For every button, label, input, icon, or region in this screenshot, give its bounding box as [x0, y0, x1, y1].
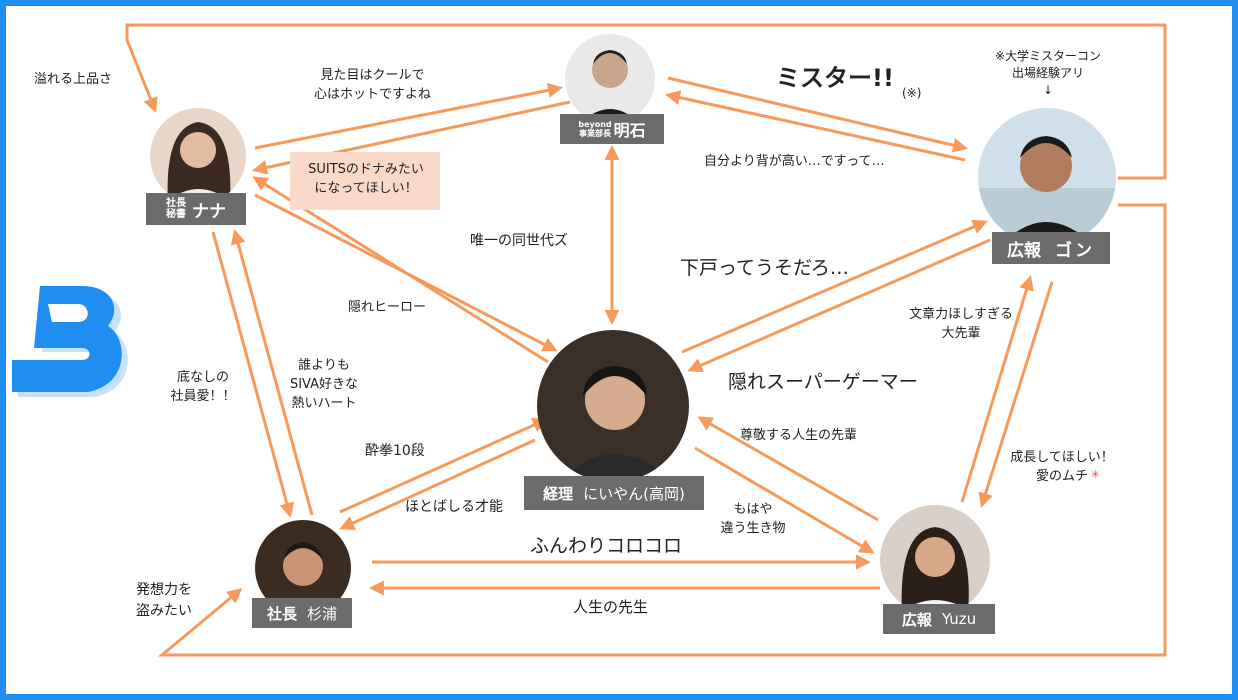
label-dousedai: 唯一の同世代ズ: [470, 233, 568, 249]
arrow-nana-to-akashi: [254, 82, 563, 150]
arrow-sugiura-to-niiyan: [339, 418, 548, 514]
label-gon-note: ※大学ミスターコン 出場経験アリ ↓: [994, 49, 1102, 97]
nana-role: 社長 秘書: [166, 198, 186, 220]
arrow-nana-to-sugiura: [211, 231, 295, 518]
gon-photo: [978, 108, 1116, 246]
arrow-akashi-to-gon: [667, 76, 968, 153]
gon-tag: 広報 ゴン: [992, 232, 1110, 264]
niiyan-tag: 経理 にいやん(高岡): [524, 476, 704, 510]
label-shimoto: 下戸ってうそだろ…: [680, 257, 849, 279]
label-taller: 自分より背が高い…ですって…: [704, 154, 885, 169]
nana-tag: 社長 秘書 ナナ: [146, 193, 246, 225]
arrow-gon-to-yuzu: [978, 281, 1054, 508]
label-hero: 隠れヒーロー: [348, 300, 427, 315]
label-mister-note: (※): [902, 86, 922, 100]
arrow-gon-to-akashi: [665, 90, 966, 162]
akashi-tag: beyond 事業部長 明石: [560, 114, 664, 144]
yuzu-tag: 広報 Yuzu: [883, 604, 995, 634]
label-sonkei: 尊敬する人生の先輩: [740, 428, 858, 443]
label-mister: ミスター!!: [776, 64, 894, 92]
yuzu-name: Yuzu: [941, 610, 977, 628]
arrow-sugiura-to-nana: [230, 229, 314, 516]
niiyan-name: にいやん(高岡): [583, 484, 685, 503]
akashi-role: beyond 事業部長: [578, 120, 612, 138]
niiyan-role: 経理: [543, 484, 574, 503]
sugiura-role: 社長: [266, 604, 297, 623]
arrow-niiyan-to-yuzu: [694, 446, 875, 554]
arrow-yuzu-to-gon: [960, 275, 1034, 503]
label-suiken: 酔拳10段: [365, 443, 425, 459]
akashi-photo: [565, 34, 655, 124]
gon-role: 広報: [1007, 240, 1041, 261]
label-hassou: 発想力を 盗みたい: [136, 582, 192, 619]
arrow-niiyan-to-sugiura: [339, 438, 536, 530]
label-mohaya: もはや 違う生き物: [720, 502, 786, 536]
arrow-gon-to-nana-top: [125, 23, 1167, 180]
arrow-niiyan-to-gon: [681, 219, 988, 354]
label-suits: SUITSのドナみたい になってほしい！: [308, 162, 424, 196]
arrow-gon-to-niiyan: [687, 238, 991, 373]
sugiura-tag: 社長 杉浦: [252, 598, 352, 628]
label-dareyori: 誰よりも SIVA好きな 熱いハート: [289, 358, 359, 411]
label-funwari: ふんわりコロコロ: [530, 535, 683, 557]
anger-symbol-icon: ✳: [1090, 468, 1100, 481]
yuzu-role: 広報: [901, 610, 932, 629]
yuzu-photo: [880, 505, 990, 615]
sugiura-name: 杉浦: [307, 604, 338, 623]
nana-photo: [150, 108, 246, 204]
label-afureru: 溢れる上品さ: [34, 72, 113, 87]
suits-highlight: [290, 152, 440, 210]
label-hotobashiru: ほとばしる才能: [405, 499, 503, 515]
label-cool: 見た目はクールで 心はホットですよね: [313, 68, 431, 102]
label-sokonashi: 底なしの 社員愛！！: [170, 370, 236, 404]
label-gamer: 隠れスーパーゲーマー: [728, 371, 918, 393]
brand-s-logo: [12, 286, 128, 397]
label-jinsei: 人生の先生: [573, 598, 649, 616]
gon-name: ゴン: [1055, 240, 1095, 261]
arrow-loop-to-sugiura: [157, 203, 1167, 657]
label-bunshou: 文章力ほしすぎる 大先輩: [909, 307, 1013, 341]
arrow-yuzu-to-niiyan: [697, 416, 879, 522]
label-seichou: 成長してほしい！ 愛のムチ✳: [1010, 450, 1114, 484]
nana-name: ナナ: [192, 201, 226, 222]
akashi-name: 明石: [613, 121, 646, 140]
niiyan-photo: [537, 330, 689, 482]
